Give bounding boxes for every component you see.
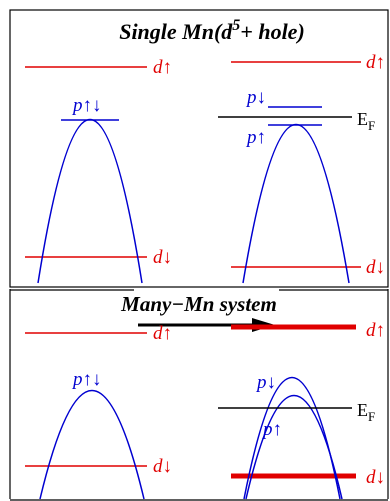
bottom-right-d-up-label: d↑ xyxy=(366,320,385,341)
top-left-d-up-label: d↑ xyxy=(153,57,172,78)
bottom-panel-title-text: Many−Mn system xyxy=(121,292,277,316)
bottom-right-p-up-band xyxy=(245,394,343,500)
top-panel-frame xyxy=(9,9,389,288)
bottom-right-p-up-label: p↑ xyxy=(261,419,282,440)
top-panel-title: Single Mn(d5+ hole) xyxy=(119,17,305,44)
bottom-left-d-up-label: d↑ xyxy=(153,323,172,344)
bottom-panel-title-band: Many−Mn system xyxy=(11,291,387,317)
top-right-p-up-label: p↑ xyxy=(245,127,266,148)
top-left-p-updown-label: p↑↓ xyxy=(71,95,102,116)
bottom-left-d-down-label: d↓ xyxy=(153,456,172,477)
top-right-d-up-label: d↑ xyxy=(366,52,385,73)
top-right-p-down-label: p↓ xyxy=(245,87,266,108)
top-fermi-label: EF xyxy=(357,109,375,133)
top-left-d-down-label: d↓ xyxy=(153,247,172,268)
bottom-fermi-label: EF xyxy=(357,400,375,424)
bottom-right-p-down-label: p↓ xyxy=(255,372,276,393)
bottom-left-p-updown-label: p↑↓ xyxy=(71,369,102,390)
bottom-left-p-band xyxy=(39,390,145,500)
top-right-d-down-label: d↓ xyxy=(366,257,385,278)
bottom-right-d-down-label: d↓ xyxy=(366,467,385,488)
